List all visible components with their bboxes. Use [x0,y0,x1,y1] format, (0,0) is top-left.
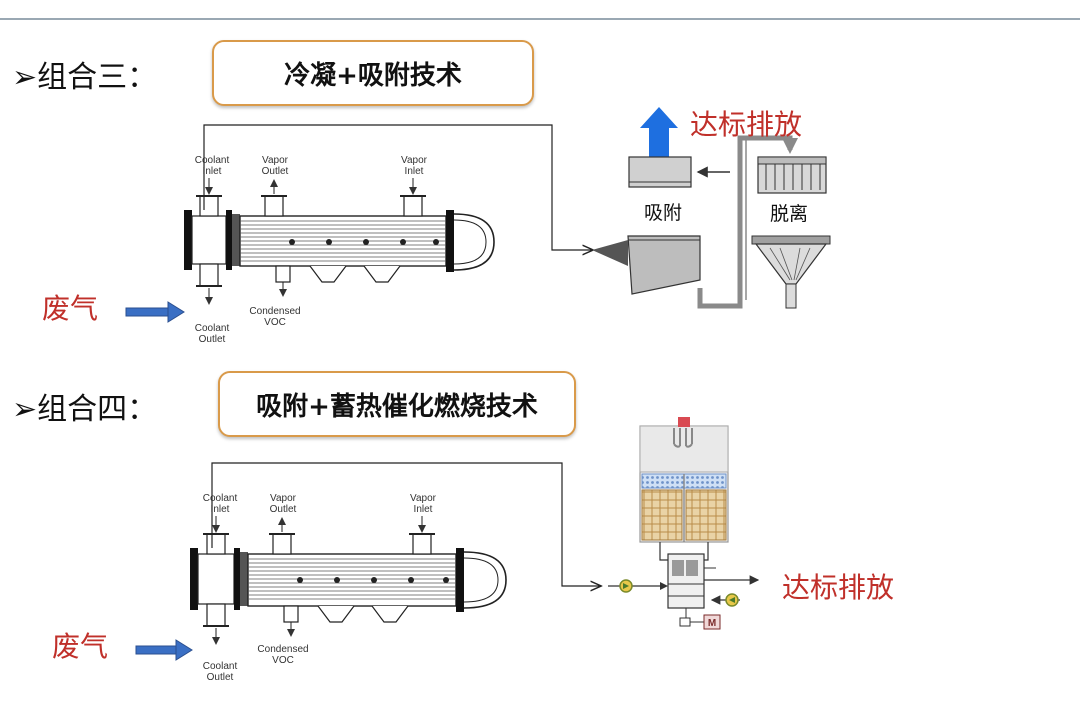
section-4-title: 吸附+蓄热催化燃烧技术 [218,371,576,437]
vapor-inlet-3-line1: Vapor [401,155,428,166]
condensed-4-line2: VOC [272,655,294,666]
waste-gas-arrow-4 [135,639,193,661]
coolant-outlet-4-line1: Coolant [203,661,238,672]
discharge-label-4: 达标排放 [782,571,894,604]
section-3-title: 冷凝+吸附技术 [212,40,534,106]
discharge-label-3: 达标排放 [690,108,802,141]
condenser-4-labels: Coolant Inlet Vapor Outlet Vapor Inlet C… [203,493,437,683]
desorption-unit: 脱离 [751,156,831,309]
heat-storage-bed-right [685,489,727,541]
coolant-inlet-4-line2: Inlet [211,504,230,515]
section-4-label: ➢组合四： [12,392,158,427]
adsorb-label: 吸附 [644,202,682,224]
vapor-outlet-4-line2: Outlet [270,504,297,515]
vapor-inlet-3-line2: Inlet [405,166,424,177]
condenser-3-labels: Coolant Inlet Vapor Outlet Vapor Inlet C… [195,155,428,345]
coolant-inlet-3-line2: Inlet [203,166,222,177]
vapor-inlet-4-line1: Vapor [410,493,437,504]
condenser-3 [184,178,495,305]
condenser-3-endplate [184,210,192,270]
waste-gas-label-3: 废气 [42,292,98,325]
motor-icon [703,614,721,630]
section-3-label: ➢组合三： [12,60,158,95]
rco-unit: M [608,417,760,630]
condensed-3-line2: VOC [264,317,286,328]
coolant-inlet-4-line1: Coolant [203,493,238,504]
adsorption-unit: 吸附 [592,107,798,309]
desorb-label: 脱离 [770,203,808,225]
flow-line-4 [211,462,600,586]
waste-gas-label-4: 废气 [52,630,108,663]
motor-label: M [708,618,716,629]
coolant-outlet-4-line2: Outlet [207,672,234,683]
coolant-outlet-3-line1: Coolant [195,323,230,334]
top-divider [0,18,1080,20]
flow-line-3 [203,124,592,250]
heat-storage-bed-left [641,489,683,541]
coolant-outlet-3-line2: Outlet [199,334,226,345]
vapor-inlet-4-line2: Inlet [414,504,433,515]
condenser-4 [190,516,507,645]
coolant-inlet-3-line1: Coolant [195,155,230,166]
vapor-outlet-3-line1: Vapor [262,155,289,166]
vapor-outlet-3-line2: Outlet [262,166,289,177]
condensed-4-line1: Condensed [257,644,308,655]
waste-gas-arrow-3 [125,301,185,323]
vapor-outlet-4-line1: Vapor [270,493,297,504]
condensed-3-line1: Condensed [249,306,300,317]
exhaust-arrow [640,107,678,157]
